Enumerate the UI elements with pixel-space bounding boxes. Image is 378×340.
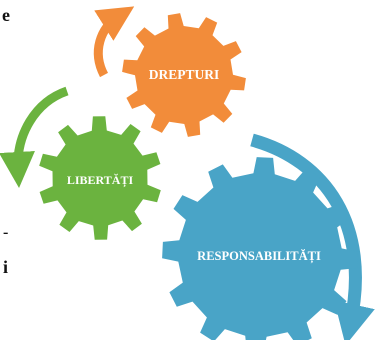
drepturi-gear [122,13,246,137]
orange-cycle-arrow [93,6,135,78]
text-fragment-top-left: e [2,5,10,25]
text-fragment-mid-left: - [3,224,9,241]
text-fragment-bottom-left: i [3,257,9,277]
libertati-gear [39,116,161,240]
libertati-label: LIBERTĂȚI [67,173,134,188]
responsabilitati-label: RESPONSABILITĂȚI [197,249,321,264]
blue-cycle-arrow [250,133,375,340]
responsabilitati-gear [162,157,358,340]
drepturi-label: DREPTURI [149,67,220,82]
green-cycle-arrow [0,86,69,188]
